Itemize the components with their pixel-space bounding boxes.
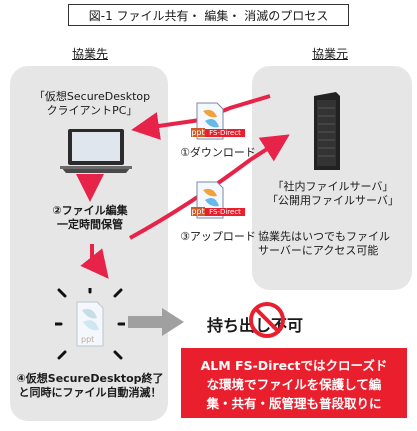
figure-title: 図-1 ファイル共有・ 編集・ 消滅のプロセス (68, 4, 349, 26)
erase-label-line1: ④仮想SecureDesktop終了 (16, 372, 164, 385)
svg-text:ppt: ppt (81, 335, 94, 344)
edit-label-line1: ②ファイル編集 (52, 204, 128, 217)
gray-arrow-head (162, 308, 184, 336)
access-note-line2: サーバーにアクセス可能 (258, 244, 379, 257)
upload-file-icon: ppt FS-Direct (191, 180, 245, 222)
right-header: 協業元 (311, 47, 348, 61)
upload-label: ③アップロード (180, 230, 256, 243)
server-label-line1: 「社内ファイルサーバ」 (272, 180, 394, 193)
client-label-line1: 「仮想SecureDesktop (33, 90, 151, 103)
ppt-badge: ppt (191, 207, 205, 216)
access-note-line1: 協業先はいつでもファイル (258, 230, 390, 243)
edit-label-line2: 一定時間保管 (57, 218, 123, 231)
promo-line1: ALM FS-Directではクローズド (200, 358, 388, 373)
promo-line2: な環境でファイルを保護して編 (206, 377, 382, 392)
prohibited-icon (249, 302, 285, 338)
client-label: 「仮想SecureDesktop クライアントPC」 (22, 90, 162, 118)
erase-label-line2: と同時にファイル自動消滅！ (18, 386, 162, 399)
promo-box: ALM FS-Directではクローズド な環境でファイルを保護して編 集・共有… (181, 348, 407, 418)
vanishing-file-icon: ppt (55, 288, 125, 360)
upload-arrow (129, 134, 290, 240)
gray-arrow-shaft (128, 316, 162, 328)
download-file-icon: ppt FS-Direct (191, 101, 245, 143)
download-label: ①ダウンロード (180, 146, 256, 159)
left-header: 協業先 (71, 47, 108, 61)
server-label: 「社内ファイルサーバ」 「公開用ファイルサーバ」 (262, 180, 404, 208)
edit-label: ②ファイル編集 一定時間保管 (30, 204, 150, 232)
access-note: 協業先はいつでもファイル サーバーにアクセス可能 (258, 230, 408, 258)
client-label-line2: クライアントPC」 (46, 104, 138, 117)
laptop-icon (60, 129, 132, 173)
promo-line3: 集・共有・版管理も普段取りに (206, 396, 382, 411)
erase-arrow (80, 244, 109, 279)
erase-label: ④仮想SecureDesktop終了 と同時にファイル自動消滅！ (12, 372, 168, 400)
server-label-line2: 「公開用ファイルサーバ」 (267, 194, 399, 207)
fs-direct-badge: FS-Direct (205, 208, 245, 216)
ppt-badge: ppt (191, 128, 205, 137)
fs-direct-badge: FS-Direct (205, 129, 245, 137)
server-icon (314, 92, 340, 170)
